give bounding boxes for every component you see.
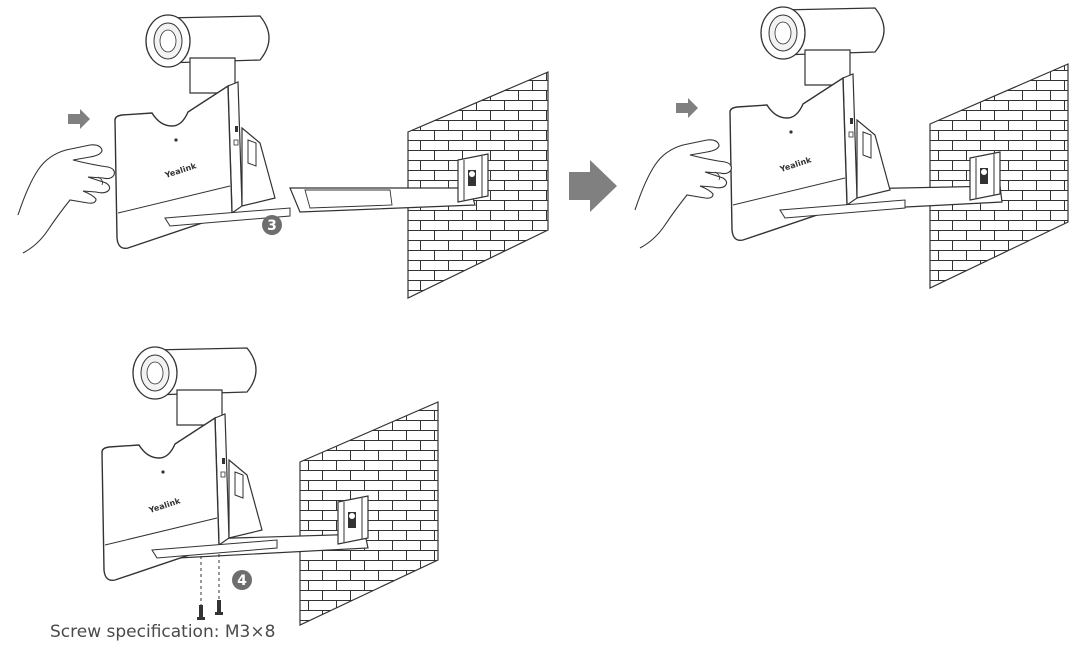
hand (634, 139, 732, 249)
wall-mount (337, 495, 369, 545)
step-4-badge (232, 570, 252, 590)
hand (17, 144, 115, 254)
wall-shelf (289, 187, 476, 213)
panel-step-3: Yealink 3 (17, 14, 549, 299)
camera-device (114, 14, 291, 249)
transition-arrow-icon (569, 160, 617, 212)
panel-step-4: Yealink 4 (101, 346, 439, 626)
brick-wall (299, 401, 439, 626)
screw-icon (215, 600, 223, 615)
panel-result: Yealink (634, 6, 1069, 289)
step-3-badge (262, 215, 282, 235)
step-4-label: 4 (237, 573, 247, 589)
wall-mount (969, 151, 1001, 201)
screw-guide-lines (200, 554, 220, 605)
wall-mount (457, 153, 489, 203)
camera-device (101, 346, 278, 581)
screw-specification-caption: Screw specification: M3×8 (50, 622, 276, 642)
push-arrow-icon (68, 109, 90, 129)
step-3-label: 3 (267, 218, 277, 234)
push-arrow-icon (676, 98, 698, 118)
camera-device (729, 6, 906, 241)
screw-icon (197, 605, 205, 620)
